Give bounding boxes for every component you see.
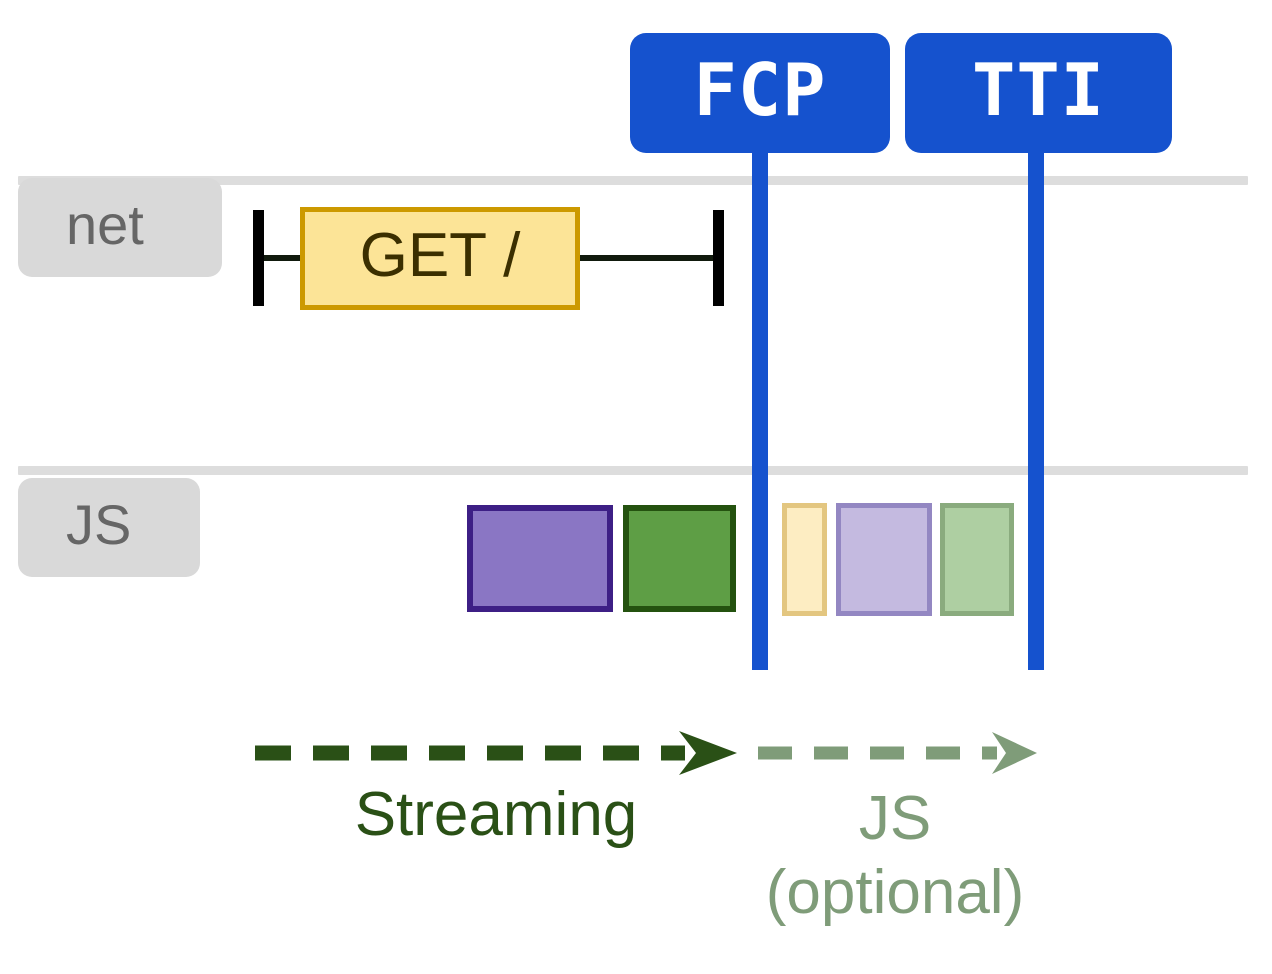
tti-marker-label: TTI — [971, 48, 1106, 132]
js-task-purple[interactable] — [467, 505, 613, 612]
optional-js-label-line2: (optional) — [765, 858, 1025, 928]
fcp-marker-badge[interactable]: FCP — [630, 33, 890, 153]
fcp-marker-line — [752, 145, 768, 670]
streaming-label-text: Streaming — [354, 780, 638, 849]
streaming-label: Streaming — [255, 782, 737, 848]
net-request-bar[interactable]: GET / — [300, 207, 580, 310]
lane-label-js-text: JS — [66, 492, 132, 556]
lane-track-net — [18, 176, 1248, 185]
lane-label-js: JS — [18, 478, 200, 577]
optional-js-arrow-head — [992, 732, 1037, 774]
lane-label-net: net — [18, 178, 222, 277]
optional-js-arrow — [752, 725, 1037, 785]
optional-js-label-line1: JS — [858, 784, 932, 853]
request-end-cap — [713, 210, 724, 306]
js-task-faded-green[interactable] — [940, 503, 1014, 616]
optional-js-arrow-svg — [758, 732, 1037, 774]
streaming-arrow-head — [679, 731, 737, 775]
js-task-faded-purple[interactable] — [836, 503, 932, 616]
tti-marker-badge[interactable]: TTI — [905, 33, 1172, 153]
fcp-marker-label: FCP — [693, 48, 827, 132]
js-task-faded-yellow[interactable] — [782, 503, 827, 616]
request-start-cap — [253, 210, 264, 306]
net-request-label: GET / — [359, 220, 521, 290]
js-task-green[interactable] — [623, 505, 736, 612]
streaming-arrow — [255, 725, 737, 785]
tti-marker-line — [1028, 145, 1044, 670]
lane-label-net-text: net — [66, 192, 144, 256]
lane-track-js — [18, 466, 1248, 475]
streaming-arrow-svg — [255, 731, 737, 775]
optional-js-label: JS (optional) — [745, 782, 1045, 931]
